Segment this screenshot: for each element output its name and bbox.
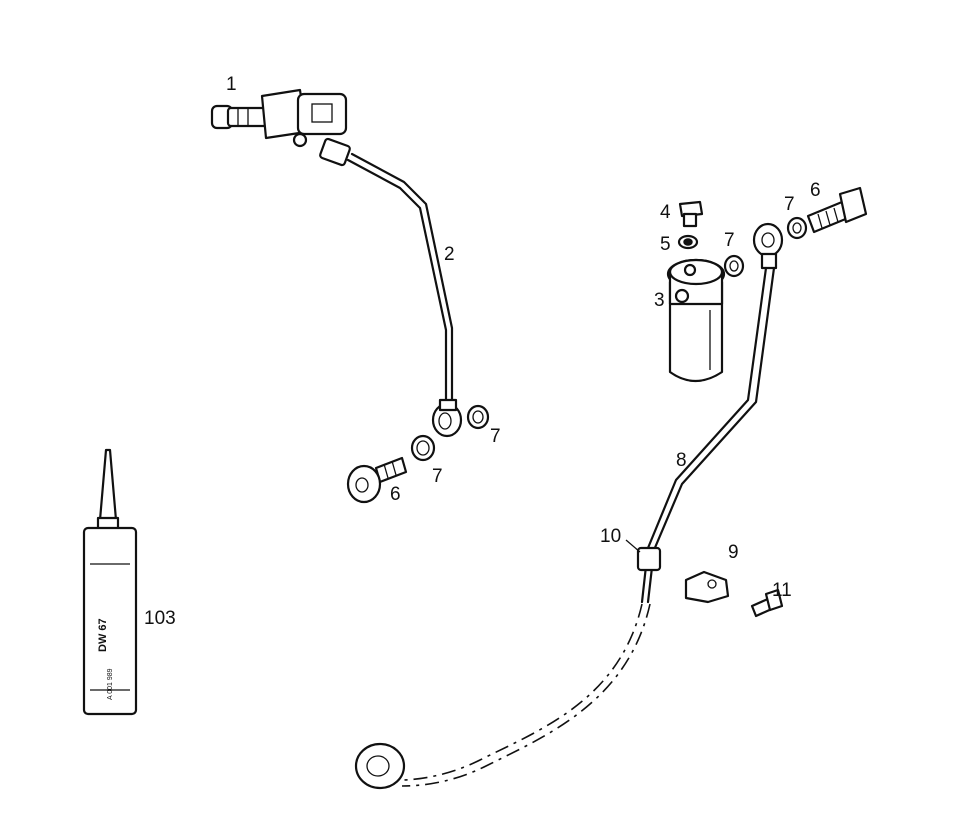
callout-6-right: 6 bbox=[810, 180, 821, 201]
callout-7-c: 7 bbox=[724, 230, 735, 251]
callout-11: 11 bbox=[772, 580, 792, 601]
part-2-pipe bbox=[319, 137, 463, 438]
part-6-bolt-left bbox=[346, 456, 408, 504]
part-4-small-bolt bbox=[678, 200, 704, 228]
part-1-valve-fitting bbox=[210, 88, 348, 148]
part-5-washer bbox=[677, 234, 699, 250]
callout-6-left: 6 bbox=[390, 484, 401, 505]
callout-4: 4 bbox=[660, 202, 671, 223]
callout-10: 10 bbox=[600, 526, 621, 547]
leader-10 bbox=[625, 539, 641, 553]
callout-103: 103 bbox=[144, 608, 176, 629]
callout-7-a: 7 bbox=[432, 466, 443, 487]
callout-8: 8 bbox=[676, 450, 687, 471]
callout-5: 5 bbox=[660, 234, 671, 255]
tube-label: DW 67 bbox=[97, 618, 109, 652]
part-9-bracket bbox=[684, 570, 730, 604]
washers-right bbox=[723, 216, 808, 278]
callouts: 1 2 3 4 5 6 6 7 7 7 7 8 9 10 11 103 bbox=[144, 74, 821, 629]
callout-9: 9 bbox=[728, 542, 739, 563]
washers-left bbox=[410, 404, 490, 462]
tube-code: A 001 989 bbox=[107, 668, 114, 700]
callout-2: 2 bbox=[444, 244, 455, 265]
callout-7-b: 7 bbox=[490, 426, 501, 447]
part-11-screw bbox=[750, 588, 784, 618]
part-10-clip bbox=[636, 546, 662, 572]
part-8-long-pipe bbox=[354, 222, 784, 790]
callout-1: 1 bbox=[226, 74, 237, 95]
part-3-filter bbox=[666, 258, 726, 383]
callout-7-d: 7 bbox=[784, 194, 795, 215]
part-103-sealant-tube: DW 67 A 001 989 bbox=[82, 448, 138, 716]
callout-3: 3 bbox=[654, 290, 665, 311]
part-6-bolt-right bbox=[806, 186, 868, 234]
